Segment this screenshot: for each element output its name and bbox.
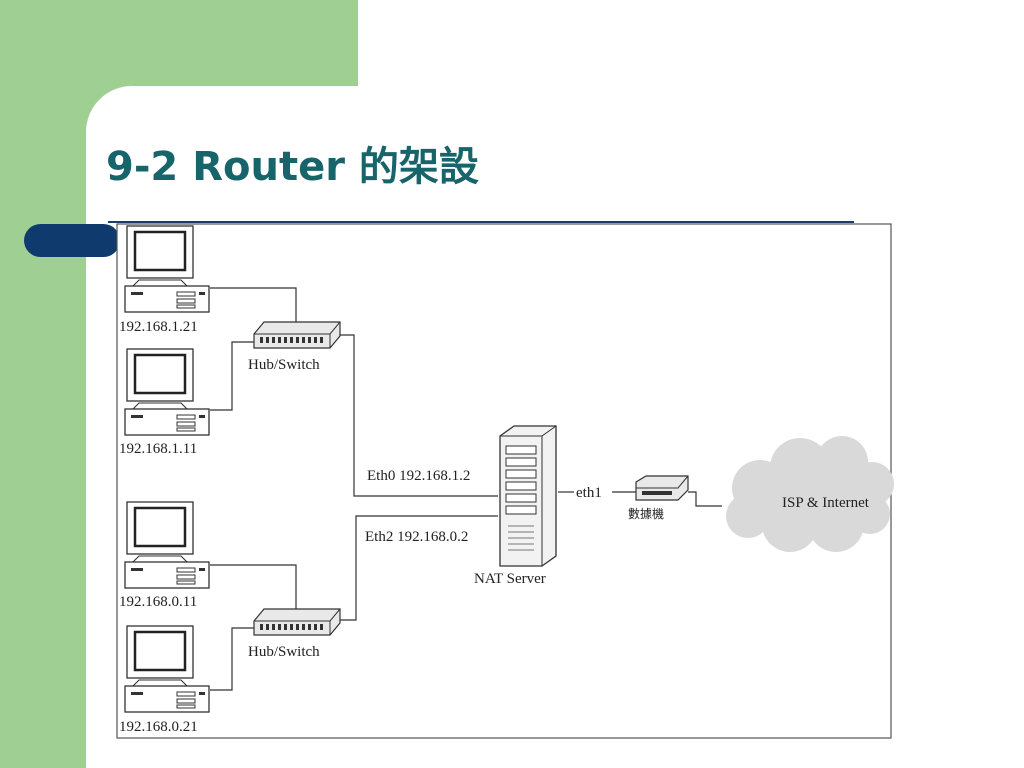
- wire-host1-switch1: [210, 287, 297, 322]
- switch-label: Hub/Switch: [248, 644, 320, 660]
- host-ip-label: 192.168.0.11: [119, 594, 197, 610]
- wire-host3-switch2: [210, 564, 297, 610]
- modem: [635, 475, 689, 501]
- internet-cloud: [726, 436, 894, 552]
- cloud-label: ISP & Internet: [782, 495, 870, 511]
- accent-pill: [24, 224, 120, 257]
- server-eth2-label: Eth2 192.168.0.2: [365, 529, 468, 545]
- server-label: NAT Server: [474, 571, 546, 587]
- hub-switch-1: [253, 321, 341, 349]
- nat-server: [499, 425, 557, 567]
- wire-modem-cloud: [688, 491, 722, 507]
- wire-host4-switch2: [210, 627, 256, 691]
- switch-icon: [253, 608, 341, 636]
- switch-label: Hub/Switch: [248, 357, 320, 373]
- modem-label: 數據機: [628, 506, 664, 521]
- wire-host2-switch1: [210, 341, 256, 411]
- wire-switch1-server: [338, 334, 498, 497]
- wire-switch2-server: [338, 515, 498, 621]
- host-ip-label: 192.168.1.21: [119, 319, 198, 335]
- host-ip-label: 192.168.0.21: [119, 719, 198, 735]
- switch-icon: [253, 321, 341, 349]
- slide-title: 9-2 Router 的架設: [106, 144, 479, 190]
- host-ip-label: 192.168.1.11: [119, 441, 197, 457]
- cloud-icon: [726, 436, 894, 552]
- title-divider: [108, 221, 854, 223]
- hub-switch-2: [253, 608, 341, 636]
- server-eth0-label: Eth0 192.168.1.2: [367, 468, 470, 484]
- server-eth1-label: eth1: [576, 485, 602, 501]
